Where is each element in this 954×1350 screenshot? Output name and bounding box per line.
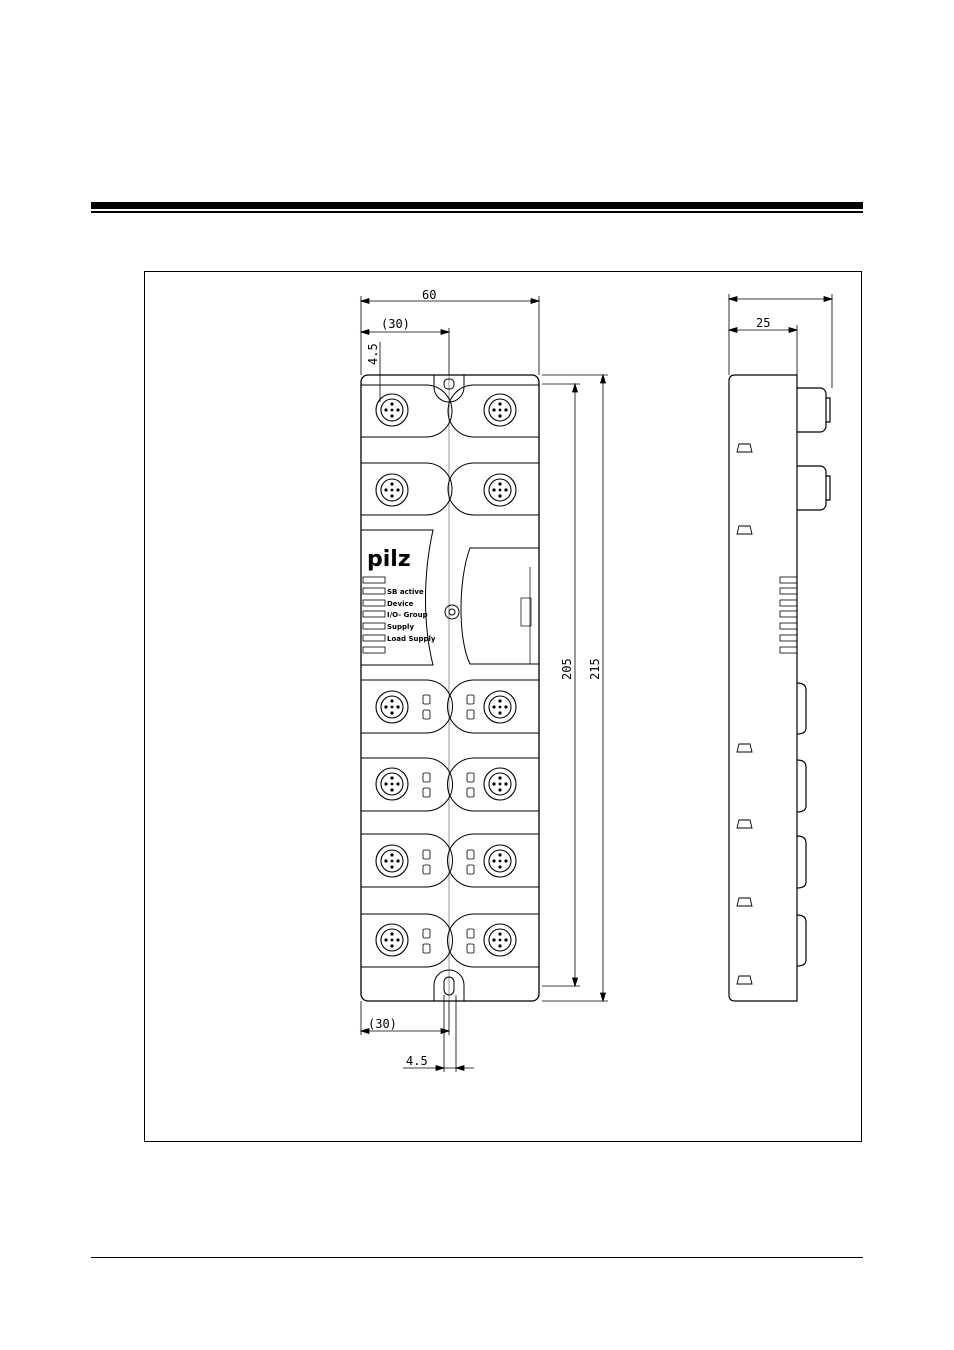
footer-rule xyxy=(91,1257,863,1258)
connector-1-1 xyxy=(375,393,409,427)
module-front-view xyxy=(360,374,540,1002)
pilz-logo: pilz xyxy=(367,547,411,572)
dim-total-length: 215 xyxy=(588,658,602,680)
dim-hole-bottom: 4.5 xyxy=(406,1054,428,1068)
connector-4-2 xyxy=(483,767,517,801)
connector-4-1 xyxy=(375,767,409,801)
module-side-view xyxy=(728,374,831,1002)
dim-pitch-length: 205 xyxy=(560,658,574,680)
connector-6-1 xyxy=(375,923,409,957)
side-view-dimension-lines xyxy=(727,294,834,388)
dim-half-width-bottom: (30) xyxy=(368,1017,397,1031)
led-label-load-supply: Load Supply xyxy=(387,635,436,643)
header-rule-thin xyxy=(91,211,863,213)
dim-depth: 25 xyxy=(756,316,770,330)
front-view-dimension-lines xyxy=(359,296,608,1072)
drawing-frame xyxy=(144,271,862,1142)
dim-hole-top: 4.5 xyxy=(366,343,380,365)
dim-total-width: 60 xyxy=(422,288,436,302)
dim-half-width-top: (30) xyxy=(381,317,410,331)
m12-connectors xyxy=(375,393,517,957)
connector-6-2 xyxy=(483,923,517,957)
connector-5-1 xyxy=(375,844,409,878)
header-rule-thick xyxy=(91,202,863,209)
led-label-supply: Supply xyxy=(387,623,414,631)
connector-1-2 xyxy=(483,393,517,427)
led-label-io-group: I/O- Group xyxy=(387,611,428,619)
connector-2-2 xyxy=(483,473,517,507)
connector-5-2 xyxy=(483,844,517,878)
connector-2-1 xyxy=(375,473,409,507)
connector-pins xyxy=(384,402,508,948)
led-label-device: Device xyxy=(387,600,414,608)
led-label-sb-active: SB active xyxy=(387,588,424,596)
connector-3-2 xyxy=(483,690,517,724)
connector-3-1 xyxy=(375,690,409,724)
